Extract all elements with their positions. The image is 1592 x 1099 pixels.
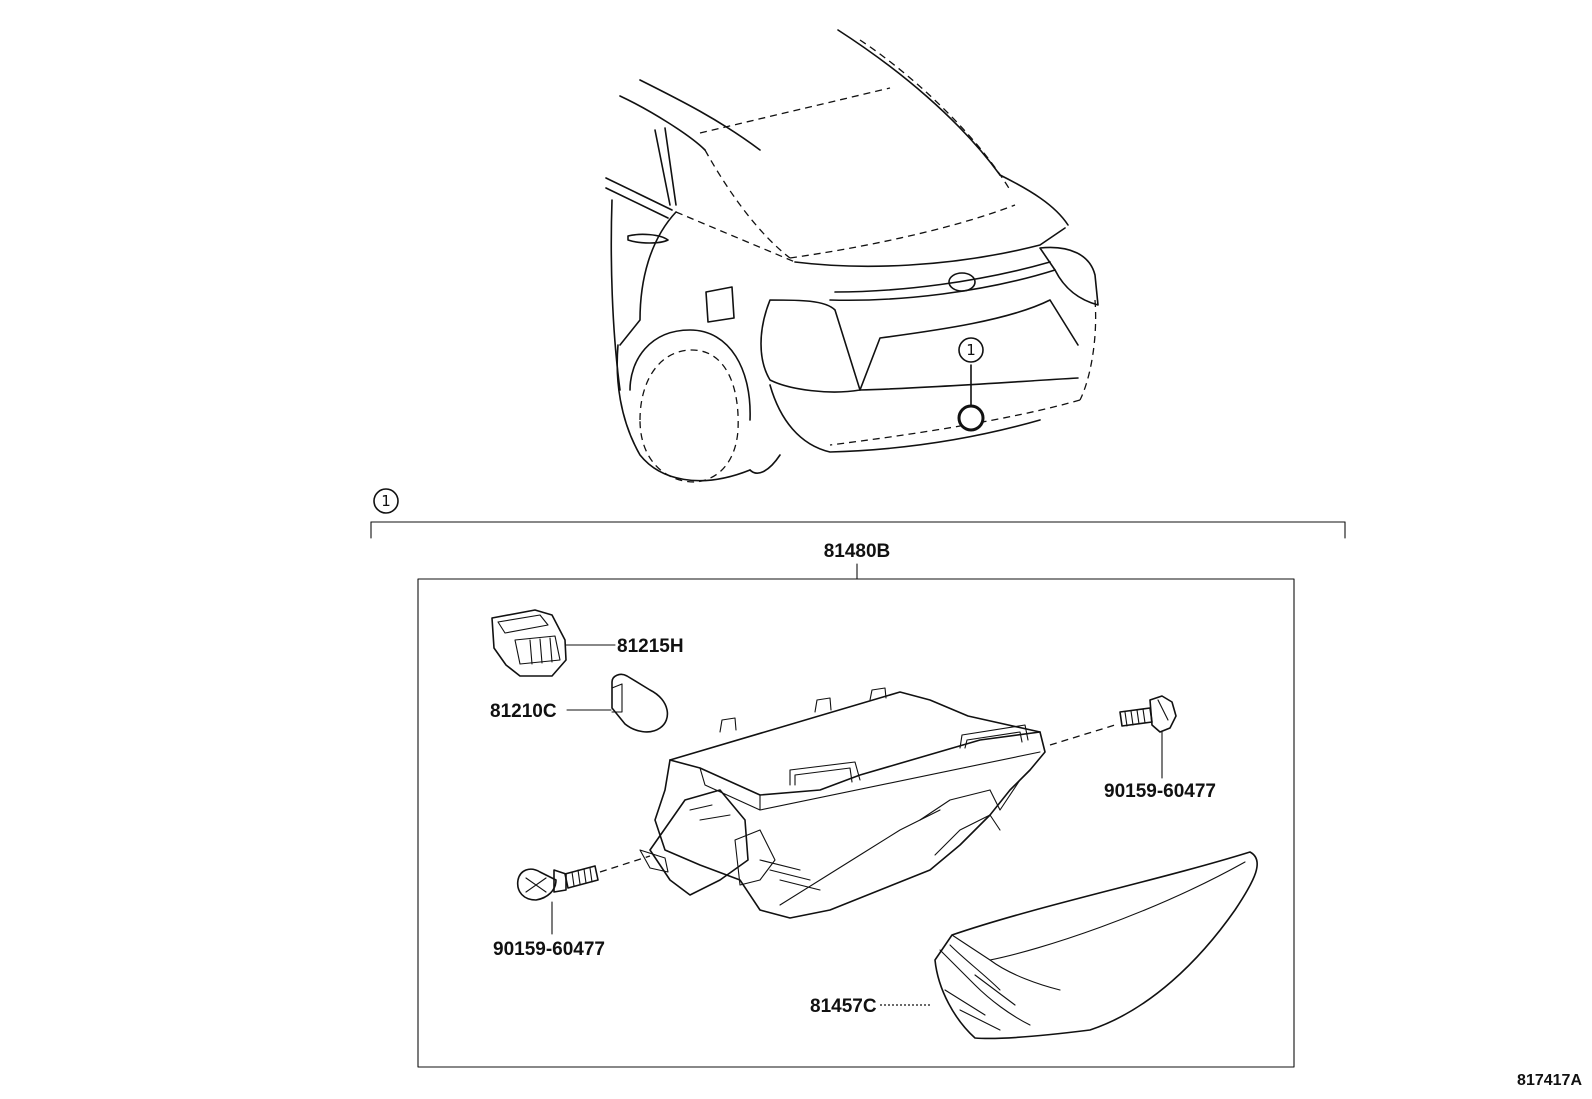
screw-right-part-number[interactable]: 90159-60477 [1104,781,1216,802]
location-circle-icon [957,404,985,432]
bracket-callout-number: 1 [381,492,391,510]
lamp-housing [639,687,1046,919]
bulb-part-number[interactable]: 81210C [490,701,557,722]
bulb-part: 81210C [490,673,669,733]
lens-cover-part: 81457C [810,851,1259,1040]
screw-left-part-number[interactable]: 90159-60477 [493,939,605,960]
callout-number: 1 [966,341,976,359]
lens-cover-part-number[interactable]: 81457C [810,996,877,1017]
assembly-bracket: 1 81480B [370,488,1346,1068]
screw-right-part: 90159-60477 [1049,695,1216,802]
screw-left-part: 90159-60477 [493,855,651,960]
figure-id: 817417A [1517,1072,1582,1089]
car-rear-illustration: 1 [605,29,1099,483]
callout-marker-icon [958,337,984,363]
socket-part-number[interactable]: 81215H [617,636,684,657]
socket-part: 81215H [491,609,684,677]
callout-marker-icon [373,488,399,514]
assembly-part-number[interactable]: 81480B [824,541,891,562]
